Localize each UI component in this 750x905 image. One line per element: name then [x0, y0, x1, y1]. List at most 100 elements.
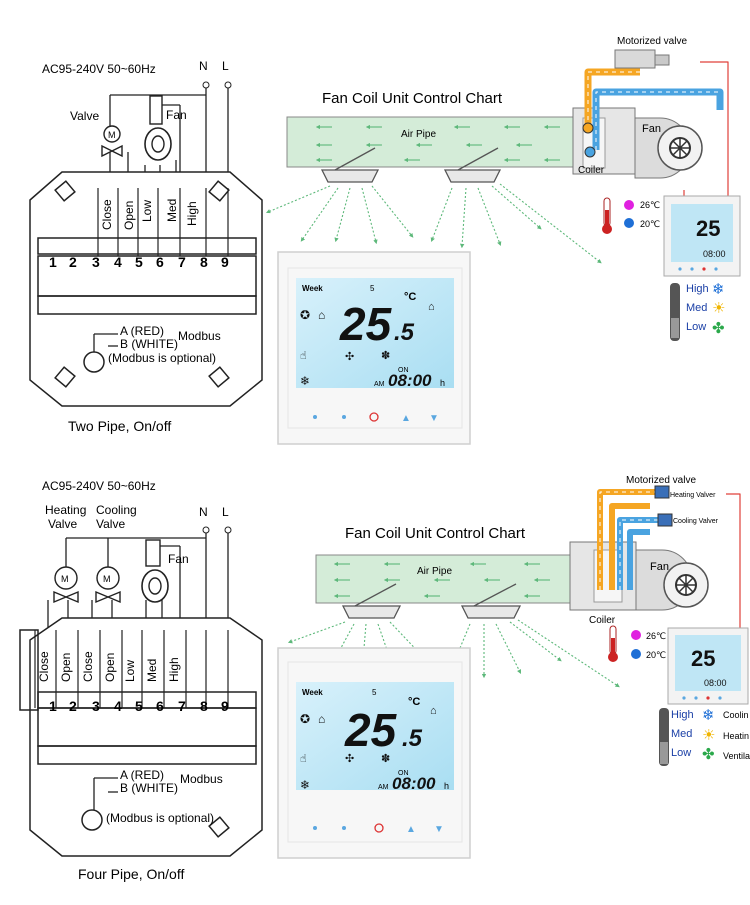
live-terminal: [224, 81, 232, 89]
speed-low: Low: [686, 321, 706, 333]
air-duct: [286, 116, 574, 168]
heating-label: Heating: [45, 503, 86, 517]
lcd-day: 5: [372, 688, 377, 697]
terminal-6: 6: [156, 254, 164, 270]
speed-low: Low: [671, 747, 691, 759]
speed-switch-icon: [670, 283, 680, 341]
supply-label: AC95-240V 50~60Hz: [42, 479, 156, 493]
modbus-note: (Modbus is optional): [108, 351, 216, 365]
modbus-a: A (RED): [120, 324, 164, 338]
thermostat-back: [29, 171, 263, 407]
wire-label-high: High: [185, 201, 199, 226]
motorized-valve-icon: [614, 49, 670, 69]
lcd-house-icon: ⌂: [428, 301, 435, 313]
terminal-3: 3: [92, 698, 100, 714]
svg-text:M: M: [103, 574, 111, 584]
thermometer-icon: [602, 197, 634, 234]
lcd-day: 5: [370, 284, 375, 293]
speed-high: High: [686, 283, 709, 295]
svg-text:08:00: 08:00: [703, 249, 726, 259]
lcd-house-icon: ⌂: [430, 705, 437, 717]
mode-heating: Heatin: [723, 731, 749, 741]
hand-icon: ☝: [300, 753, 307, 765]
wire-label-low: Low: [123, 660, 137, 682]
heating-valve-symbol: M: [53, 566, 79, 604]
panel-caption: Two Pipe, On/off: [68, 418, 171, 434]
terminal-1: 1: [49, 254, 57, 270]
terminal-3: 3: [92, 254, 100, 270]
snowflake-icon: ❄: [712, 281, 725, 298]
wire-label-high: High: [167, 657, 181, 682]
terminal-numbers: 1 2 3 4 5 6 7 8 9: [49, 254, 229, 270]
heating-valve-label: Valve: [48, 517, 77, 531]
sun-icon: ☀: [712, 300, 725, 317]
supply-label: AC95-240V 50~60Hz: [42, 62, 156, 76]
terminal-1: 1: [49, 698, 57, 714]
airflow-arrows: [265, 183, 602, 264]
four-pipe-panel: AC95-240V 50~60Hz N L Heating Cooling Va…: [0, 450, 750, 900]
modbus-b: B (WHITE): [120, 781, 178, 795]
mode-ventilation: Ventilat: [723, 751, 750, 761]
wire-label-close-2: Close: [81, 651, 95, 682]
wire-label-open: Open: [122, 201, 136, 230]
fan-mode-icon: ✤: [702, 746, 715, 763]
fan-symbol: [144, 95, 172, 161]
down-arrow-icon: ▼: [429, 413, 439, 424]
terminal-6: 6: [156, 698, 164, 714]
terminal-2: 2: [69, 698, 77, 714]
modbus-note: (Modbus is optional): [106, 811, 214, 825]
two-pipe-panel: AC95-240V 50~60Hz N L M Valve: [0, 0, 750, 450]
cooling-valve-icon: [657, 513, 673, 527]
modbus-label: Modbus: [180, 772, 223, 786]
wire-label-open-2: Open: [103, 653, 117, 682]
coiler-label: Coiler: [589, 615, 616, 626]
terminal-4: 4: [114, 698, 122, 714]
lcd-time: 08:00: [392, 774, 436, 793]
heating-valver-tag: Heating Valver: [670, 492, 716, 499]
terminal-2: 2: [69, 254, 77, 270]
terminal-numbers: 1 2 3 4 5 6 7 8 9: [49, 698, 229, 714]
lcd-ampm: AM: [378, 784, 389, 791]
down-arrow-icon: ▼: [434, 824, 444, 835]
speed-med: Med: [686, 302, 707, 314]
lcd-on: ON: [398, 770, 409, 777]
terminal-9: 9: [221, 698, 229, 714]
unit-fan-label: Fan: [650, 561, 669, 573]
air-diffusers: [341, 583, 522, 619]
lcd-snowflake-icon: ❄: [300, 778, 310, 792]
lcd-snowflake-icon: ❄: [300, 374, 310, 388]
temp-heat: 26℃: [646, 631, 666, 641]
lcd-week: Week: [302, 284, 323, 293]
main-thermostat: ✪ ⌂ ☝ ❄ ✣ ✽ ⌂ ▲ ▼: [277, 251, 471, 445]
temp-cool: 20℃: [646, 650, 666, 660]
auto-mode-icon: ✪: [300, 712, 310, 726]
terminal-5: 5: [135, 698, 143, 714]
snowflake-icon: ❄: [702, 707, 715, 724]
lcd-week: Week: [302, 688, 323, 697]
terminal-9: 9: [221, 254, 229, 270]
lcd-unit: °C: [404, 291, 416, 303]
home-icon: ⌂: [318, 712, 325, 726]
unit-fan-label: Fan: [642, 123, 661, 135]
lcd-hour-unit: h: [444, 781, 449, 791]
modbus-port-icon: [83, 351, 105, 373]
modbus-b: B (WHITE): [120, 337, 178, 351]
wire-label-close-1: Close: [37, 651, 51, 682]
lcd-unit: °C: [408, 696, 420, 708]
modbus-a: A (RED): [120, 768, 164, 782]
svg-text:25: 25: [696, 216, 720, 241]
terminal-7: 7: [178, 254, 186, 270]
thermostat-back: [19, 617, 263, 857]
air-diffusers: [320, 147, 502, 183]
cooling-valve-symbol: M: [95, 566, 121, 604]
lcd-fan-icon: ✣: [345, 351, 354, 363]
terminal-4: 4: [114, 254, 122, 270]
heating-valve-icon: [654, 485, 670, 499]
small-thermostat: 25 08:00: [663, 195, 741, 277]
neutral-label: N: [199, 505, 208, 519]
lcd-decimal: .5: [402, 725, 423, 752]
terminal-5: 5: [135, 254, 143, 270]
panel-caption: Four Pipe, On/off: [78, 866, 184, 882]
up-arrow-icon: ▲: [401, 413, 411, 424]
cooling-valve-label: Valve: [96, 517, 125, 531]
